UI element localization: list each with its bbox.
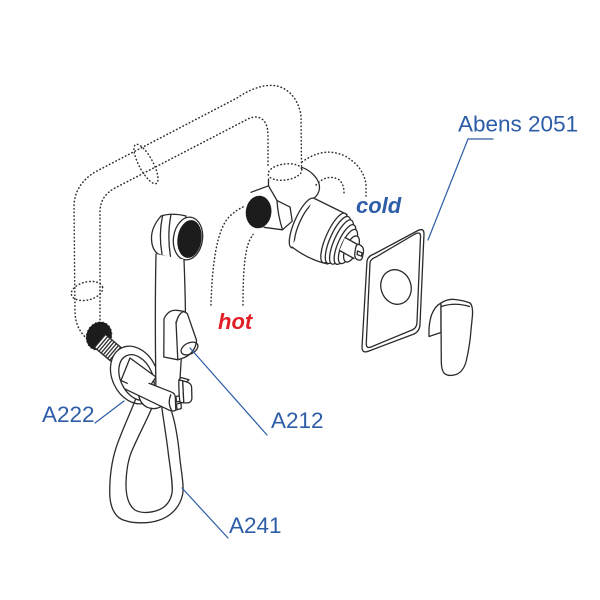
label-a222: A222 [42,402,95,427]
holder-seat-box [163,309,199,361]
leader-product [427,138,494,241]
shower-head-cap-step2 [168,213,172,258]
cartridge-stem [338,236,365,261]
leader-a222 [94,400,125,424]
hose-outer-edge [109,398,184,524]
holder-tab-front [182,380,193,404]
leader-a212 [189,347,268,436]
hot-supply-dotted [210,205,254,306]
stem-rod-top-edge [344,236,360,246]
label-cold: cold [356,193,402,218]
label-hot: hot [218,309,254,334]
callouts: Abens 2051 cold hot A222 A212 A241 [42,112,578,539]
shower-handle-left-edge [154,253,157,387]
cartridge-top-edge [312,197,348,216]
pipe-outer-edge [73,84,303,342]
mixer-valve [245,166,365,265]
stem-rod-bottom-edge [338,249,355,260]
label-product: Abens 2051 [458,112,578,137]
valve-neck-block [276,199,293,231]
seat-box-front-crease [175,321,179,361]
shower-handle-right-edge-lower [179,357,182,380]
lever-top-crease [440,303,471,308]
wall-plate-hole [380,269,412,305]
lever-front-face [440,298,474,377]
shower-spray-face [177,220,202,258]
pipe-coupling-diagonal [133,143,159,185]
housing-bottom-edge [263,226,284,231]
stem-square-hole [356,250,363,257]
holder-bracket [124,376,193,412]
pipe-coupling-left [70,280,104,302]
shower-head-cap-step1 [159,215,164,255]
lever-side-face [428,302,442,338]
seat-box-chamfer [180,341,199,356]
leader-a241 [181,487,229,539]
cold-pipe-outer-edge [301,151,367,197]
lever-handle [428,298,474,377]
cold-supply-dotted [301,151,367,197]
holder-arm [125,383,176,412]
wall-plate [361,228,425,353]
label-a241: A241 [229,513,282,538]
valve-inlet-port [245,195,272,229]
housing-top-edge [250,185,278,202]
tee-neck-right-arc [301,166,321,199]
holder-arm-cap [168,394,173,412]
hand-shower [150,213,204,388]
seat-box-body [163,309,198,361]
hose-inner-edge [125,406,173,514]
hot-pipe-right-edge [242,233,254,306]
wall-plate-rim [365,232,422,349]
pipe-joint-tee [267,162,303,182]
cold-pipe-inner-edge [315,176,345,194]
hot-pipe-left-edge [210,205,245,306]
shower-hose [109,398,184,524]
holder-hinge-lower [175,402,182,411]
seat-box-top-crease [175,310,185,323]
label-a212: A212 [271,408,324,433]
